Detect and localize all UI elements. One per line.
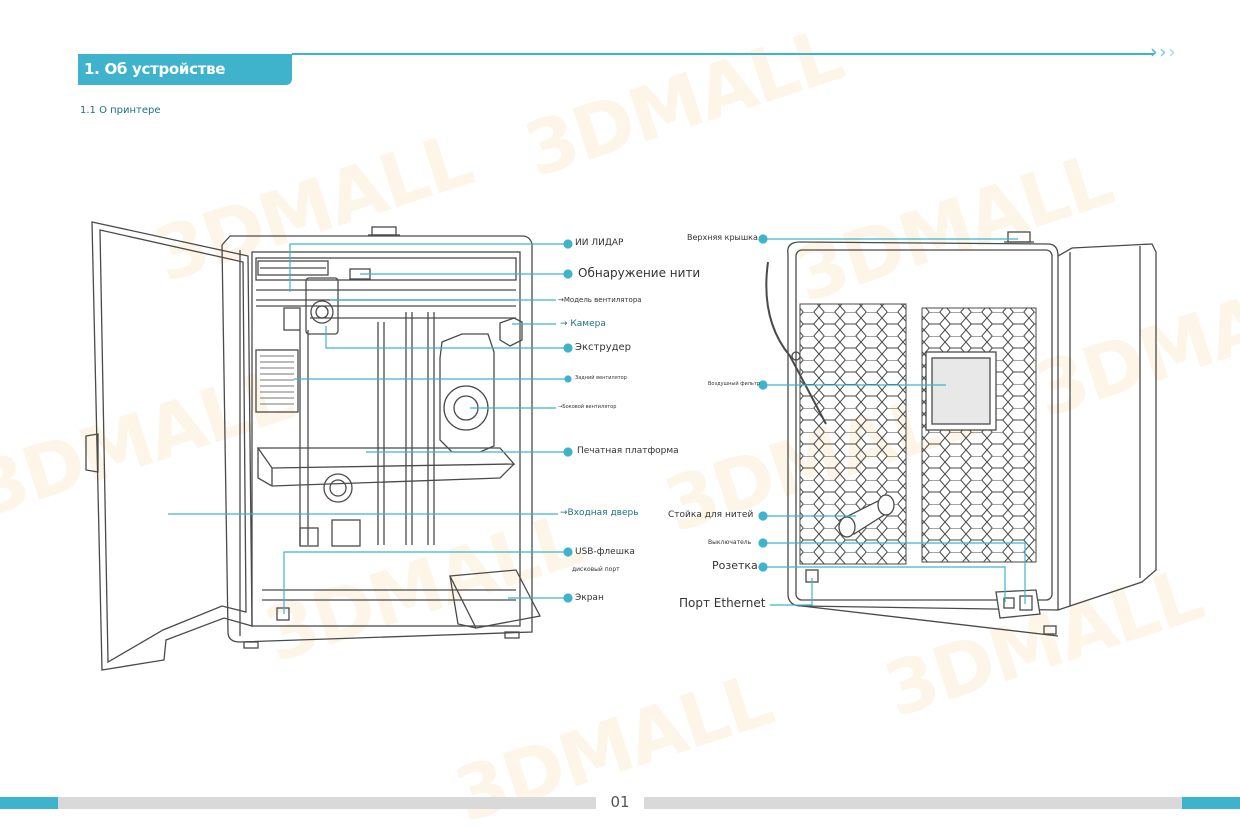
- lidar-label: ИИ ЛИДАР: [575, 238, 624, 248]
- extruder-label: Экструдер: [575, 342, 632, 353]
- header-rule: [292, 53, 1154, 55]
- print-bed-label: Печатная платформа: [577, 446, 679, 456]
- screen-label: Экран: [575, 593, 604, 603]
- socket-label: Розетка: [712, 559, 758, 572]
- power-switch-label: Выключатель: [708, 539, 752, 546]
- ethernet-port-label: Порт Ethernet: [679, 596, 766, 610]
- footer-accent-right: [1182, 797, 1240, 809]
- section-title: 1. Об устройстве: [78, 54, 292, 85]
- air-filter-label: Воздушный фильтр: [708, 381, 760, 387]
- spool-holder-label: Стойка для нитей: [668, 510, 754, 520]
- subsection-title: 1.1 О принтере: [80, 105, 161, 116]
- footer-bar-left: [58, 797, 596, 809]
- usb-label: USB-флешка: [575, 547, 635, 557]
- front-door-label: →Входная дверь: [560, 508, 639, 518]
- filament-detection-label: Обнаружение нити: [578, 266, 701, 280]
- footer-accent-left: [0, 797, 58, 809]
- front-printer-illustration: [85, 221, 573, 671]
- top-cover-label: Верхняя крышка: [687, 233, 758, 242]
- usb-port-label: дисковый порт: [572, 566, 620, 573]
- footer-bar-right: [644, 797, 1182, 809]
- page-number: 01: [610, 793, 630, 811]
- fan-model-label: →Модель вентилятора: [558, 296, 642, 304]
- camera-label: → Камера: [560, 319, 606, 329]
- side-fan-label: →Боковой вентилятор: [558, 404, 617, 410]
- chevron-right-icon: ›: [1150, 41, 1158, 63]
- back-printer-illustration: [758, 231, 1157, 637]
- chevron-right-icon: ›: [1168, 41, 1176, 63]
- rear-fan-label: Задний вентилятор: [575, 375, 627, 381]
- chevron-right-icon: ›: [1159, 41, 1167, 63]
